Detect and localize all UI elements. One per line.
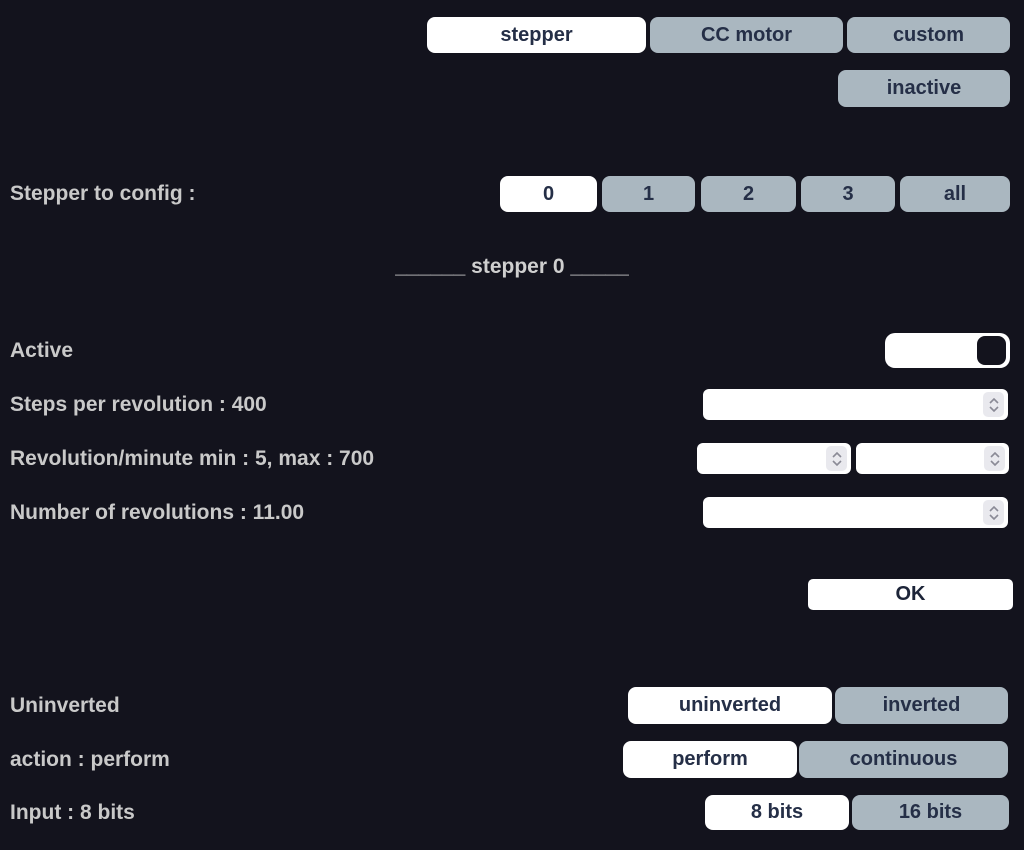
active-toggle[interactable] bbox=[885, 333, 1010, 368]
spinner-up-icon[interactable] bbox=[989, 451, 1000, 458]
steps-spinner[interactable] bbox=[983, 392, 1004, 417]
stepper-to-config-label: Stepper to config : bbox=[10, 182, 196, 205]
spinner-up-icon[interactable] bbox=[831, 451, 842, 458]
number-of-revolutions-input[interactable] bbox=[703, 497, 1008, 528]
spinner-up-icon[interactable] bbox=[988, 397, 999, 404]
perform-button[interactable]: perform bbox=[623, 741, 797, 778]
rpm-min-field[interactable] bbox=[705, 449, 826, 468]
inactive-button[interactable]: inactive bbox=[838, 70, 1010, 107]
inverted-button[interactable]: inverted bbox=[835, 687, 1008, 724]
tab-cc-motor[interactable]: CC motor bbox=[650, 17, 843, 53]
stepper-select-all[interactable]: all bbox=[900, 176, 1010, 212]
8-bits-button[interactable]: 8 bits bbox=[705, 795, 849, 830]
steps-per-revolution-label: Steps per revolution : 400 bbox=[10, 392, 267, 416]
revolutions-spinner[interactable] bbox=[983, 500, 1004, 525]
toggle-knob bbox=[977, 336, 1006, 365]
16-bits-button[interactable]: 16 bits bbox=[852, 795, 1009, 830]
section-heading: ______ stepper 0 _____ bbox=[395, 255, 629, 278]
stepper-select-3[interactable]: 3 bbox=[801, 176, 895, 212]
tab-stepper[interactable]: stepper bbox=[427, 17, 646, 53]
action-label: action : perform bbox=[10, 747, 170, 771]
stepper-select-0[interactable]: 0 bbox=[500, 176, 597, 212]
active-label: Active bbox=[10, 339, 74, 362]
rpm-min-spinner[interactable] bbox=[826, 446, 847, 471]
tab-custom[interactable]: custom bbox=[847, 17, 1010, 53]
uninverted-button[interactable]: uninverted bbox=[628, 687, 832, 724]
continuous-button[interactable]: continuous bbox=[799, 741, 1008, 778]
spinner-down-icon[interactable] bbox=[989, 459, 1000, 466]
rpm-max-spinner[interactable] bbox=[984, 446, 1005, 471]
rpm-max-input[interactable] bbox=[856, 443, 1009, 474]
spinner-down-icon[interactable] bbox=[831, 459, 842, 466]
rpm-max-field[interactable] bbox=[864, 449, 984, 468]
stepper-select-1[interactable]: 1 bbox=[602, 176, 695, 212]
steps-per-revolution-input[interactable] bbox=[703, 389, 1008, 420]
number-of-revolutions-field[interactable] bbox=[711, 503, 983, 522]
spinner-up-icon[interactable] bbox=[988, 505, 999, 512]
spinner-down-icon[interactable] bbox=[988, 405, 999, 412]
inversion-label: Uninverted bbox=[10, 693, 120, 717]
number-of-revolutions-label: Number of revolutions : 11.00 bbox=[10, 500, 305, 524]
rpm-min-input[interactable] bbox=[697, 443, 851, 474]
ok-button[interactable]: OK bbox=[808, 579, 1013, 610]
spinner-down-icon[interactable] bbox=[988, 513, 999, 520]
input-bits-label: Input : 8 bits bbox=[10, 800, 135, 824]
stepper-select-2[interactable]: 2 bbox=[701, 176, 796, 212]
steps-per-revolution-field[interactable] bbox=[711, 395, 983, 414]
rpm-min-max-label: Revolution/minute min : 5, max : 700 bbox=[10, 446, 375, 470]
